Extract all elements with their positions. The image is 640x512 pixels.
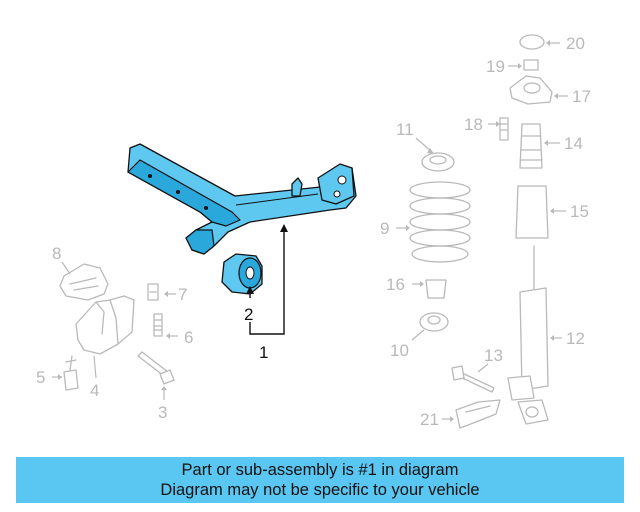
callout-4: 4 (90, 381, 99, 400)
part-17-mount (509, 75, 568, 105)
part-9-coil-spring (396, 181, 471, 263)
rear-axle-beam[interactable] (127, 143, 357, 255)
banner-line-1: Part or sub-assembly is #1 in diagram (181, 461, 459, 479)
part-19-nut (508, 59, 539, 71)
part-16-spring-pad (412, 279, 447, 299)
part-5-bolt (52, 355, 79, 391)
part-15-dust-boot (515, 185, 566, 239)
part-13-bolt (451, 363, 495, 393)
banner-line-2: Diagram may not be specific to your vehi… (160, 481, 480, 499)
part-12-shock-absorber (507, 245, 562, 425)
callout-15: 15 (570, 202, 589, 221)
callout-13: 13 (484, 346, 503, 365)
parts-diagram: 1 2 3 4 5 6 7 8 9 10 11 12 13 14 15 16 1… (36, 34, 591, 429)
callout-7: 7 (178, 285, 187, 304)
callout-20: 20 (566, 34, 585, 53)
callout-14: 14 (564, 134, 583, 153)
part-11-spring-seat (415, 137, 455, 172)
callout-12: 12 (566, 329, 585, 348)
callout-10: 10 (390, 341, 409, 360)
part-21-bracket (442, 399, 501, 429)
callout-9: 9 (380, 219, 389, 238)
callout-16: 16 (386, 275, 405, 294)
info-banner: Part or sub-assembly is #1 in diagram Di… (16, 457, 624, 503)
callout-11: 11 (396, 120, 414, 139)
part-7-bolt (147, 283, 176, 301)
leader-lines-highlight (246, 224, 288, 335)
axle-bushing[interactable] (221, 253, 263, 295)
part-3-long-bolt (137, 351, 175, 400)
callout-5: 5 (36, 368, 45, 387)
callout-18: 18 (464, 115, 483, 134)
callout-2: 2 (244, 305, 253, 324)
callout-17: 17 (572, 87, 591, 106)
part-6-bolt (153, 313, 178, 339)
callout-8: 8 (52, 244, 61, 263)
callout-1: 1 (259, 343, 268, 362)
callout-6: 6 (184, 328, 193, 347)
part-4-heat-shield (75, 295, 135, 379)
part-14-bump-stop (519, 123, 560, 169)
callout-19: 19 (486, 57, 505, 76)
part-10-lower-seat (411, 312, 449, 341)
part-8-bracket (59, 261, 109, 301)
part-20-cap (519, 34, 560, 50)
part-18-bolt (488, 117, 509, 141)
callout-21: 21 (420, 410, 439, 429)
callout-3: 3 (158, 403, 167, 422)
